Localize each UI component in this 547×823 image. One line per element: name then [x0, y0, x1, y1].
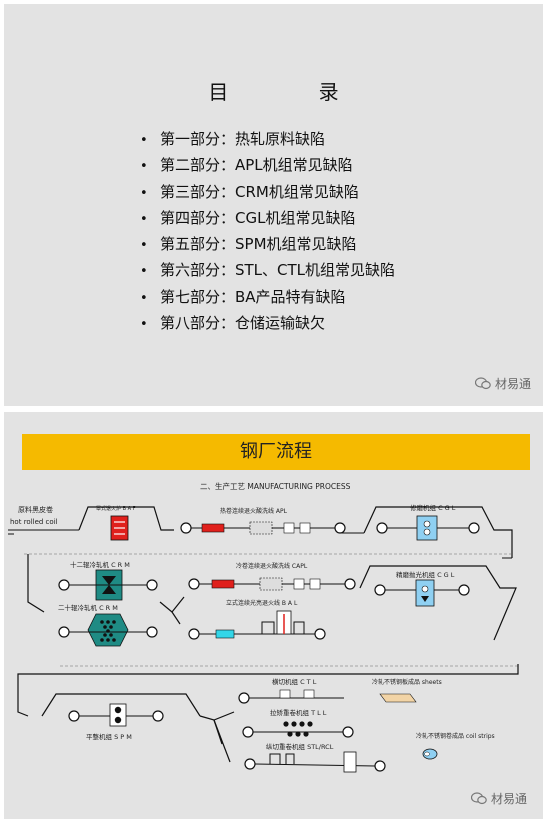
- flow-line: [199, 711, 235, 721]
- process-diagram: 二、生产工艺 MANUFACTURING PROCESS 原料黑皮卷 hot r…: [8, 481, 519, 773]
- label-raw-en: hot rolled coil: [10, 518, 58, 526]
- sheet-stack: [379, 693, 417, 703]
- flow-line: [27, 554, 45, 613]
- spm-unit: [109, 703, 127, 727]
- bullet-icon: •: [140, 133, 148, 148]
- toc-item: •第五部分：SPM机组常见缺陷: [140, 231, 395, 257]
- coil: [374, 760, 386, 772]
- flow-line: [213, 719, 231, 763]
- capl-furnace: [211, 579, 235, 589]
- toc-item: •第八部分：仓储运输缺欠: [140, 310, 395, 336]
- flow-line: [41, 693, 201, 717]
- toc-item: •第二部分：APL机组常见缺陷: [140, 152, 395, 178]
- watermark: 材易通: [474, 375, 531, 392]
- watermark: 材易通: [470, 790, 527, 807]
- coil: [188, 578, 200, 590]
- coil: [458, 584, 470, 596]
- process-banner: 钢厂流程: [22, 434, 530, 470]
- bullet-icon: •: [140, 317, 148, 333]
- process-subtitle: 二、生产工艺 MANUFACTURING PROCESS: [200, 481, 351, 491]
- coil: [58, 626, 70, 638]
- toc-list: •第一部分：热轧原料缺陷 •第二部分：APL机组常见缺陷 •第三部分：CRM机组…: [140, 126, 395, 336]
- bullet-icon: •: [140, 185, 148, 201]
- bullet-icon: •: [140, 264, 148, 280]
- bullet-icon: •: [140, 290, 148, 306]
- toc-item: •第七部分：BA产品特有缺陷: [140, 284, 395, 310]
- wechat-icon: [474, 377, 491, 390]
- label-raw-cn: 原料黑皮卷: [18, 505, 53, 514]
- coil: [242, 726, 254, 738]
- toc-item: •第三部分：CRM机组常见缺陷: [140, 179, 395, 205]
- label-baf: 罩式退火炉 B A F: [96, 505, 136, 512]
- coil: [188, 628, 200, 640]
- stl-unit: [343, 751, 357, 773]
- coil: [468, 522, 480, 534]
- label-stl: 纵切重卷机组 STL/RCL: [266, 742, 334, 751]
- process-slide: 钢厂流程 二、生产工艺 MANUFACTURING PROCESS 原料黑皮卷 …: [4, 412, 543, 819]
- wechat-icon: [470, 792, 487, 805]
- flow-line: [159, 596, 185, 613]
- label-apl: 热卷连续退火酸洗线 APL: [220, 507, 288, 515]
- label-coils: 冷轧不锈钢卷成品 coil strips: [416, 732, 495, 740]
- coil: [244, 758, 256, 770]
- coil: [68, 710, 80, 722]
- coil: [344, 578, 356, 590]
- coil: [58, 579, 70, 591]
- label-ctl: 横切机组 C T L: [272, 677, 317, 686]
- toc-title: 目 录: [208, 80, 381, 104]
- coil: [314, 628, 326, 640]
- apl-pickling: [249, 521, 273, 535]
- coil: [146, 579, 158, 591]
- cgl2-unit: [415, 579, 435, 607]
- bullet-icon: •: [140, 238, 148, 254]
- label-spm: 平整机组 S P M: [86, 732, 132, 741]
- apl-furnace: [201, 523, 225, 533]
- bal-unit: [215, 629, 235, 639]
- label-tll: 拉矫重卷机组 T L L: [270, 708, 327, 717]
- flow-line: [78, 506, 174, 531]
- coil: [180, 522, 192, 534]
- toc-item: •第四部分：CGL机组常见缺陷: [140, 205, 395, 231]
- coil-product: [422, 748, 438, 760]
- coil: [376, 522, 388, 534]
- coil: [152, 710, 164, 722]
- flow-line: [359, 565, 517, 641]
- toc-slide: 目 录 •第一部分：热轧原料缺陷 •第二部分：APL机组常见缺陷 •第三部分：C…: [4, 4, 543, 406]
- label-sheets: 冷轧不锈钢板成品 sheets: [372, 678, 442, 686]
- coil: [238, 692, 250, 704]
- label-bal: 立式连续光亮退火线 B A L: [226, 599, 298, 607]
- flow-line: [17, 664, 519, 717]
- coil: [342, 726, 354, 738]
- bullet-icon: •: [140, 211, 148, 227]
- coil: [374, 584, 386, 596]
- label-capl: 冷卷连续退火酸洗线 CAPL: [236, 562, 308, 570]
- bullet-icon: •: [140, 159, 148, 175]
- toc-item: •第六部分：STL、CTL机组常见缺陷: [140, 257, 395, 283]
- coil: [146, 626, 158, 638]
- coil: [334, 522, 346, 534]
- flow-line: [363, 506, 513, 558]
- label-crm20: 二十辊冷轧机 C R M: [58, 603, 118, 612]
- toc-item: •第一部分：热轧原料缺陷: [140, 126, 395, 152]
- cgl1-unit: [416, 515, 438, 541]
- label-cgl2: 精磨抛光机组 C G L: [396, 570, 455, 579]
- label-crm12: 十二辊冷轧机 C R M: [70, 560, 130, 569]
- flow-line: [171, 611, 181, 625]
